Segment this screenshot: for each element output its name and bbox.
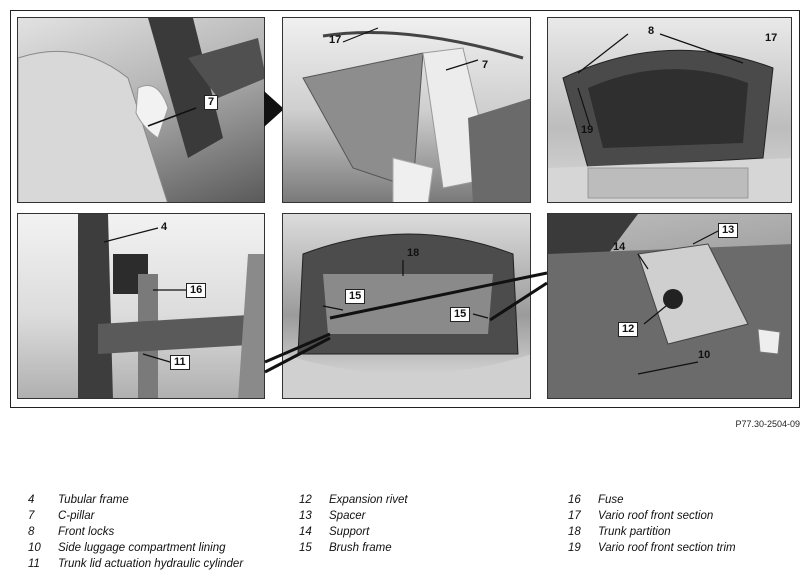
callout-15: 15	[345, 289, 366, 304]
callout-13: 13	[718, 223, 739, 238]
panel-2-illustration	[302, 27, 530, 202]
panel-6-illustration	[548, 214, 791, 398]
photo-panel-3: 8 17 19	[547, 17, 792, 203]
callout-19: 19	[581, 124, 594, 136]
callout-17: 17	[765, 32, 778, 44]
callout-18: 18	[407, 247, 420, 259]
callout-16: 16	[186, 283, 207, 298]
callout-8: 8	[648, 25, 655, 37]
callout-7: 7	[204, 95, 219, 110]
panel-4-illustration	[78, 214, 264, 398]
callout-11: 11	[170, 355, 190, 370]
panel-5-illustration	[283, 233, 530, 398]
callout-4: 4	[161, 221, 168, 233]
callout-10: 10	[698, 349, 711, 361]
callout-12: 12	[618, 322, 639, 337]
callout-15: 15	[450, 307, 471, 322]
photo-panel-1: 7	[17, 17, 265, 203]
photo-panel-2: 17 7	[282, 17, 531, 203]
callout-14: 14	[613, 241, 626, 253]
panel-1-illustration	[18, 18, 264, 202]
arrow-next-icon	[264, 91, 284, 127]
callout-7: 7	[482, 59, 489, 71]
reference-code: P77.30-2504-09	[735, 419, 800, 429]
photo-panel-5: 18 15 15	[282, 213, 531, 399]
photo-panel-4: 4 16 11	[17, 213, 265, 399]
callout-17: 17	[329, 34, 342, 46]
panel-3-illustration	[548, 33, 791, 202]
photo-panel-6: 13 14 12 10	[547, 213, 792, 399]
